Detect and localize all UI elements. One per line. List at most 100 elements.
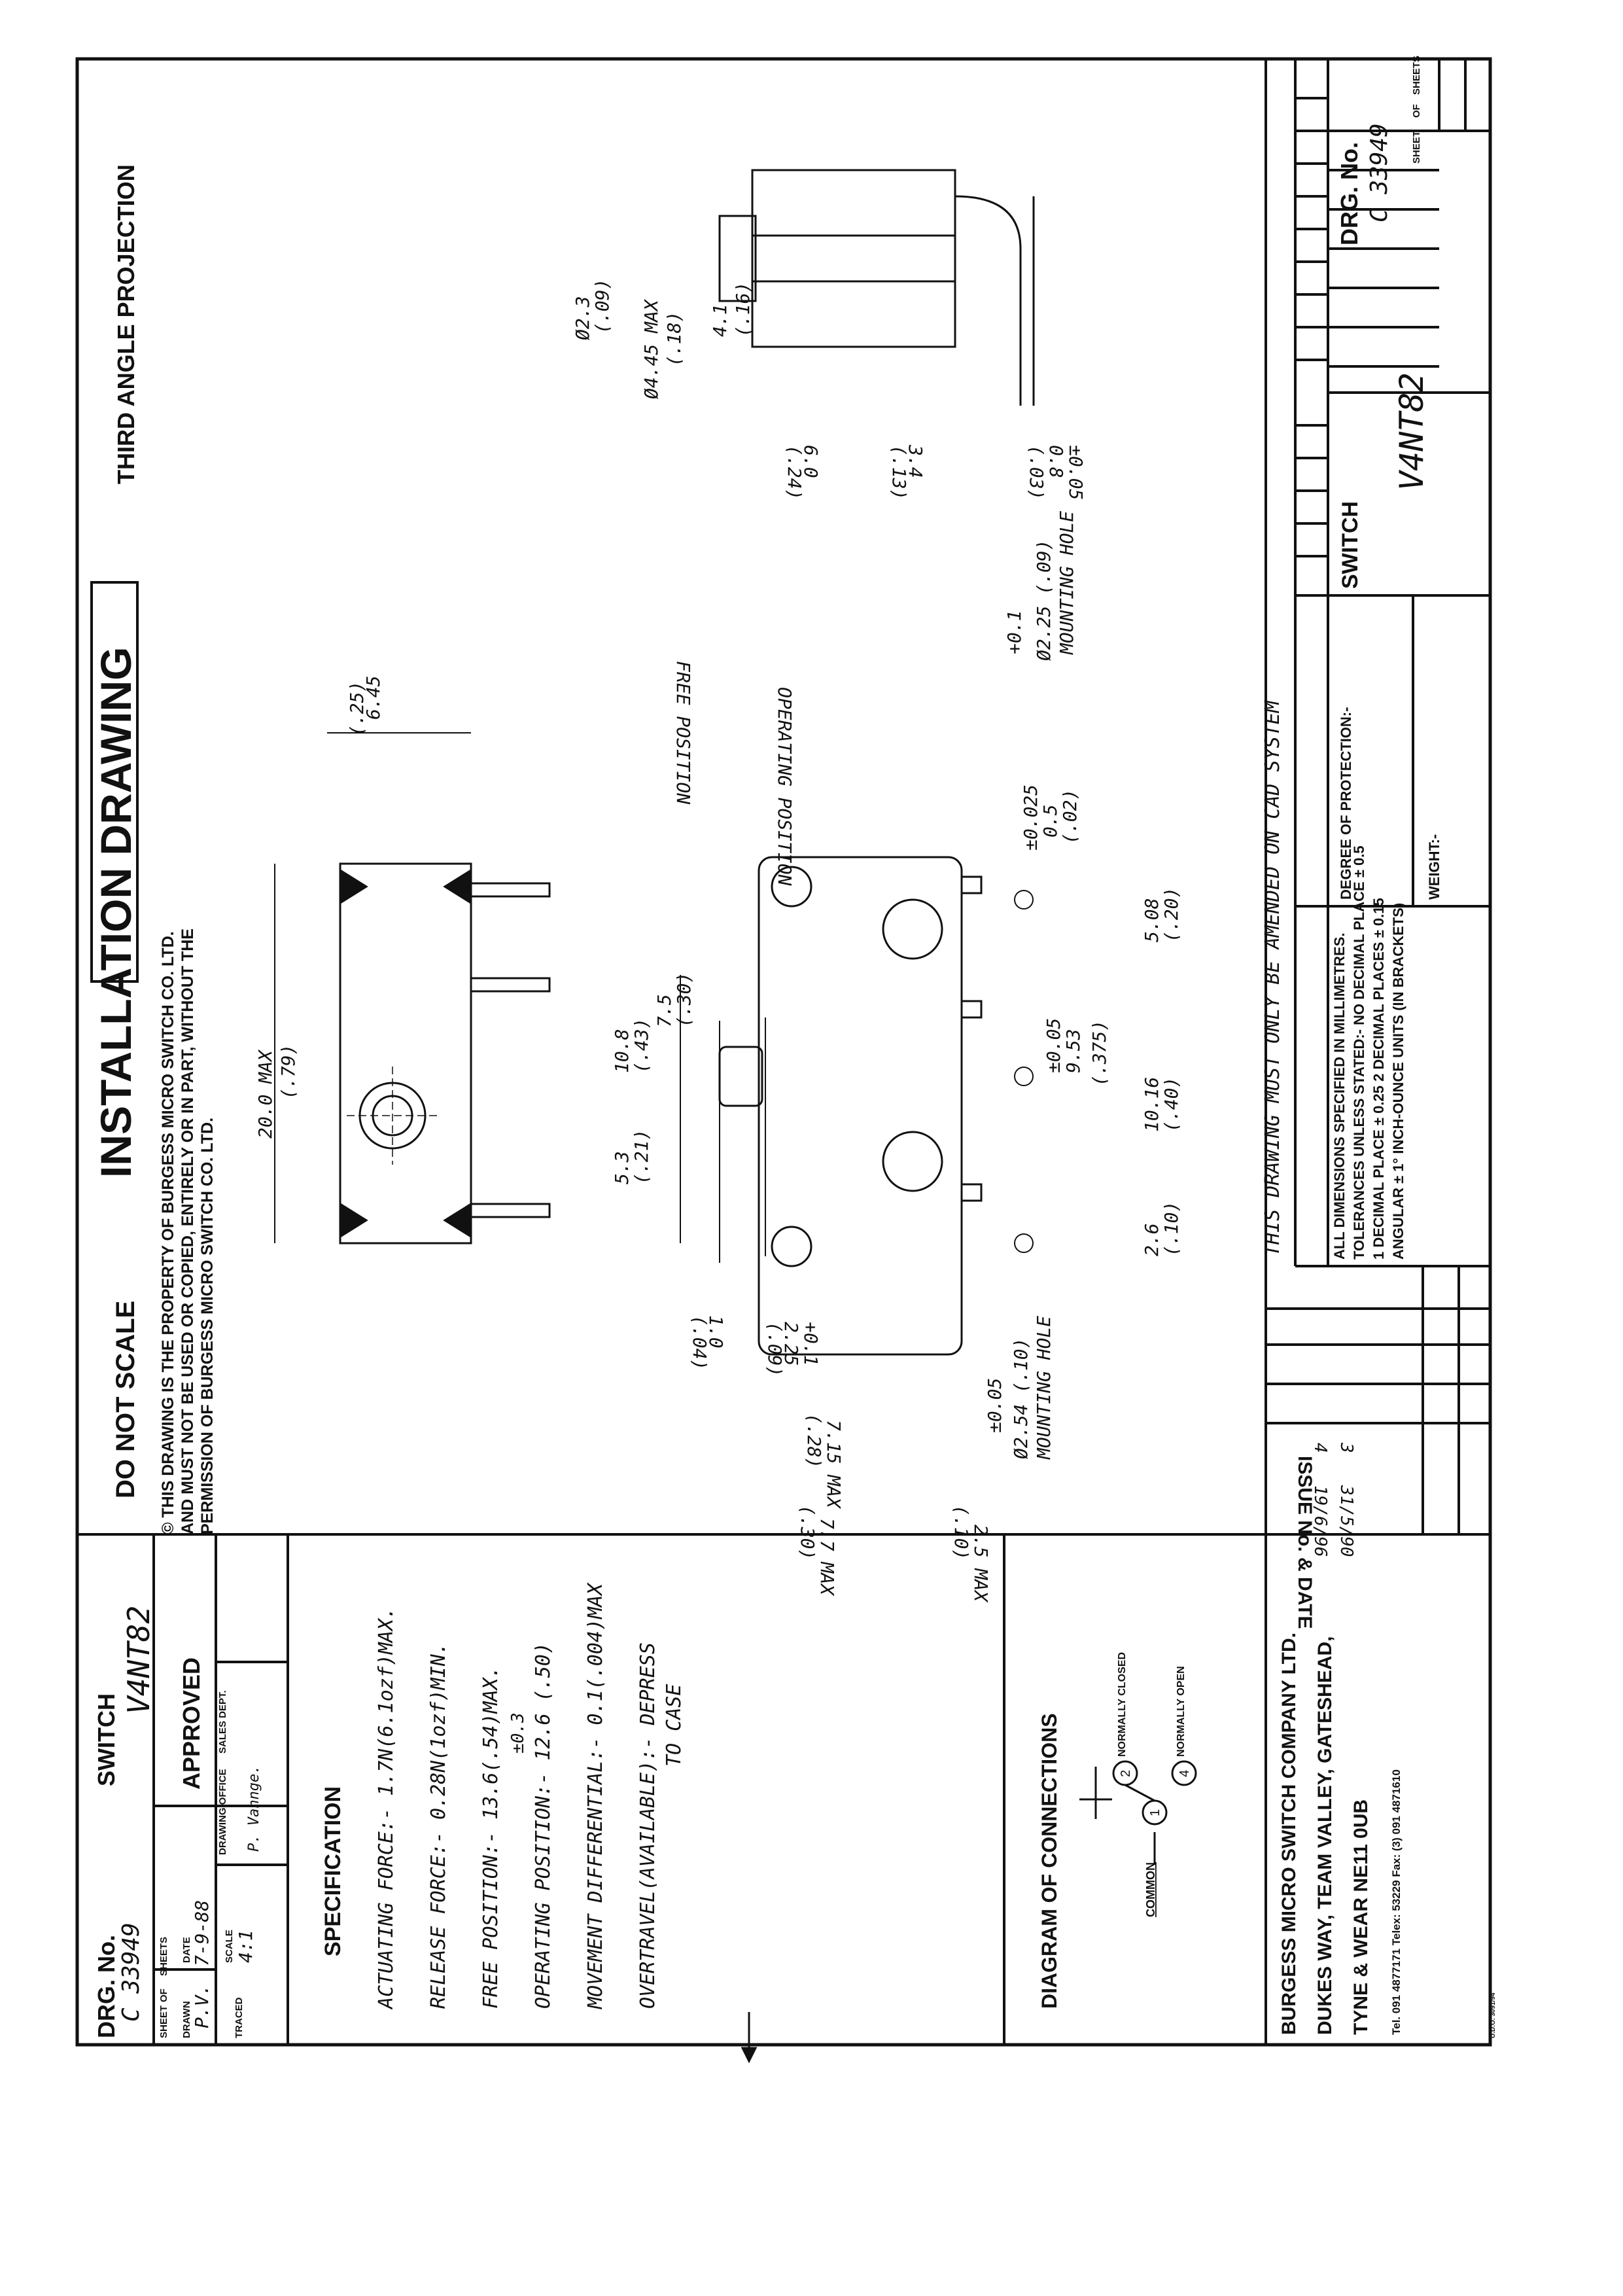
dims-note-1: ALL DIMENSIONS SPECIFIED IN MILLIMETRES. <box>1331 932 1348 1260</box>
connection-normally-open: NORMALLY OPEN <box>1176 1666 1187 1757</box>
copyright-line-3: PERMISSION OF BURGESS MICRO SWITCH CO. L… <box>198 1118 217 1534</box>
company-line-3: TYNE & WEAR NE11 0UB <box>1350 1799 1372 2035</box>
outer-frame <box>75 57 1492 2047</box>
tb-switch-label: SWITCH <box>1338 501 1363 589</box>
dim-side-2-3: Ø2.3 <box>572 296 593 340</box>
do-not-scale: DO NOT SCALE <box>111 1301 140 1498</box>
dim-7-5: 7.5 <box>654 994 675 1027</box>
copyright-line-2: AND MUST NOT BE USED OR COPIED, ENTIRELY… <box>179 928 197 1534</box>
dim-side-3-4: 3.4 <box>905 444 926 478</box>
sheets-label: SHEETS <box>158 1937 169 1976</box>
dim-2-5-in: (.10) <box>951 1505 972 1560</box>
terminal-4-label: 4 <box>1178 1770 1192 1777</box>
dim-1-0: 1.0 <box>705 1315 727 1349</box>
connection-normally-closed: NORMALLY CLOSED <box>1117 1652 1128 1757</box>
date-value: 7-9-88 <box>191 1900 213 1966</box>
dim-10-8-in: (.43) <box>631 1018 652 1073</box>
dim-2-5: 2.5 MAX <box>970 1525 992 1603</box>
drg-label: DRG. No. <box>93 1935 120 2038</box>
scale-value: 4:1 <box>235 1930 256 1963</box>
scale-label: SCALE <box>224 1930 235 1963</box>
dim-5-08: 5.08 <box>1141 898 1162 942</box>
dim-2-25: 2.25 <box>780 1322 802 1366</box>
spec-line-5: MOVEMENT DIFFERENTIAL:- 0.1(.004)MAX <box>584 1582 607 2009</box>
dim-side-4-45: Ø4.45 MAX <box>640 298 662 399</box>
dim-top-width: 20.0 MAX <box>254 1049 276 1139</box>
dim-0-5: 0.5 <box>1039 804 1061 838</box>
spec-line-6: OVERTRAVEL(AVAILABLE):- DEPRESS <box>637 1642 659 2009</box>
dim-side-0-8-in: (.03) <box>1026 445 1047 500</box>
dim-10-8: 10.8 <box>611 1029 633 1073</box>
of-label: OF <box>158 1988 169 2002</box>
dim-side-6-0-in: (.24) <box>784 445 805 500</box>
dim-5-3-in: (.21) <box>631 1129 652 1184</box>
issue-row-2-date: 19/6/96 <box>1310 1485 1330 1557</box>
front-view <box>680 856 983 1356</box>
dim-9-53: 9.53 <box>1062 1029 1084 1073</box>
protection-label: DEGREE OF PROTECTION:- <box>1338 707 1354 900</box>
traced-label: TRACED <box>234 1997 245 2038</box>
switch-label: SWITCH <box>93 1693 120 1786</box>
spec-line-3: FREE POSITION:- 13.6(.54)MAX. <box>480 1666 502 2009</box>
connections-heading: DIAGRAM OF CONNECTIONS <box>1038 1713 1061 2009</box>
dim-2-25-tol: +0.1 <box>800 1322 822 1366</box>
tb-switch-value: V4NT82 <box>1393 372 1431 491</box>
dims-note-3: 1 DECIMAL PLACE ± 0.25 2 DECIMAL PLACES … <box>1370 898 1387 1260</box>
dim-side-2-3-in: (.09) <box>591 279 613 334</box>
cad-note: THIS DRAWING MUST ONLY BE AMENDED ON CAD… <box>1261 700 1284 1256</box>
dim-hole1-label: MOUNTING HOLE <box>1033 1316 1055 1460</box>
dim-7-7-in: (.30) <box>797 1505 818 1560</box>
dim-0-5-in: (.02) <box>1059 789 1081 844</box>
spec-line-2: RELEASE FORCE:- 0.28N(1ozf)MIN. <box>427 1642 450 2009</box>
drawn-value: P.V. <box>191 1985 213 2028</box>
dim-10-16-in: (.40) <box>1161 1077 1182 1132</box>
company-line-4: Tel. 091 4877171 Telex: 53229 Fax: (3) 0… <box>1390 1769 1403 2035</box>
dim-free-position: FREE POSITION <box>672 661 694 804</box>
tb-sheets-label: SHEETS <box>1411 56 1422 95</box>
issue-row-1-date: 31/5/90 <box>1336 1485 1356 1557</box>
sales-dept-label: SALES DEPT. <box>217 1690 228 1754</box>
dim-side-0-8: 0.8 <box>1045 445 1067 478</box>
dim-7-7: 7.7 MAX <box>816 1518 838 1597</box>
dim-0-5-tol: ±0.025 <box>1020 785 1041 851</box>
dim-top-width-in: (.79) <box>277 1044 299 1099</box>
tb-sheet-label: SHEET <box>1411 131 1422 164</box>
dim-2-6: 2.6 <box>1141 1223 1162 1256</box>
dim-7-5-in: (.30) <box>673 972 695 1027</box>
spec-tolerance: ±0.3 <box>508 1712 528 1754</box>
dim-side-6-0: 6.0 <box>800 445 822 478</box>
date-label: DATE <box>181 1937 192 1963</box>
issue-label: ISSUE No. & DATE <box>1294 1456 1316 1629</box>
dim-side-4-1: 4.1 <box>709 304 731 337</box>
dim-7-15: 7.15 MAX <box>823 1420 845 1510</box>
projection-label: THIRD ANGLE PROJECTION <box>113 164 139 484</box>
dim-side-4-1-in: (.16) <box>732 282 754 337</box>
dim-hole2-tol: +0.1 <box>1003 610 1025 654</box>
company-line-2: DUKES WAY, TEAM VALLEY, GATESHEAD, <box>1314 1636 1336 2035</box>
issue-row-2-no: 4 <box>1310 1443 1330 1453</box>
dims-note-4: ANGULAR ± 1° INCH-OUNCE UNITS (IN BRACKE… <box>1390 903 1406 1260</box>
dim-2-6-in: (.10) <box>1161 1201 1182 1256</box>
spec-line-7: TO CASE <box>663 1684 686 1767</box>
spec-line-1: ACTUATING FORCE:- 1.7N(6.1ozf)MAX. <box>375 1607 398 2010</box>
tb-drg-value: C 33949 <box>1366 123 1393 222</box>
dim-2-25-in: (.09) <box>764 1322 786 1377</box>
dim-side-4-45-in: (.18) <box>663 311 685 366</box>
dim-10-16: 10.16 <box>1141 1077 1162 1132</box>
dim-hole1: Ø2.54 (.10) <box>1010 1338 1032 1459</box>
dim-9-53-in: (.375) <box>1089 1020 1110 1086</box>
spec-line-4: OPERATING POSITION:- 12.6 (.50) <box>532 1642 555 2009</box>
tb-drg-label: DRG. No. <box>1336 142 1363 245</box>
approved-label: APPROVED <box>178 1657 205 1790</box>
company-line-1: BURGESS MICRO SWITCH COMPANY LTD. <box>1278 1633 1300 2035</box>
top-view <box>274 732 551 1245</box>
drawing-office-signature: P. Vannge. <box>246 1765 262 1852</box>
copyright-line-1: © THIS DRAWING IS THE PROPERTY OF BURGES… <box>159 931 177 1534</box>
drg-value: C 33949 <box>118 1922 145 2022</box>
weight-label: WEIGHT:- <box>1426 834 1442 900</box>
dim-top-height-in: (.25) <box>346 681 368 736</box>
dim-side-0-8-tol: ±0.05 <box>1065 445 1087 500</box>
dim-hole1-tol: ±0.05 <box>984 1378 1005 1433</box>
spec-heading: SPECIFICATION <box>321 1786 345 1956</box>
